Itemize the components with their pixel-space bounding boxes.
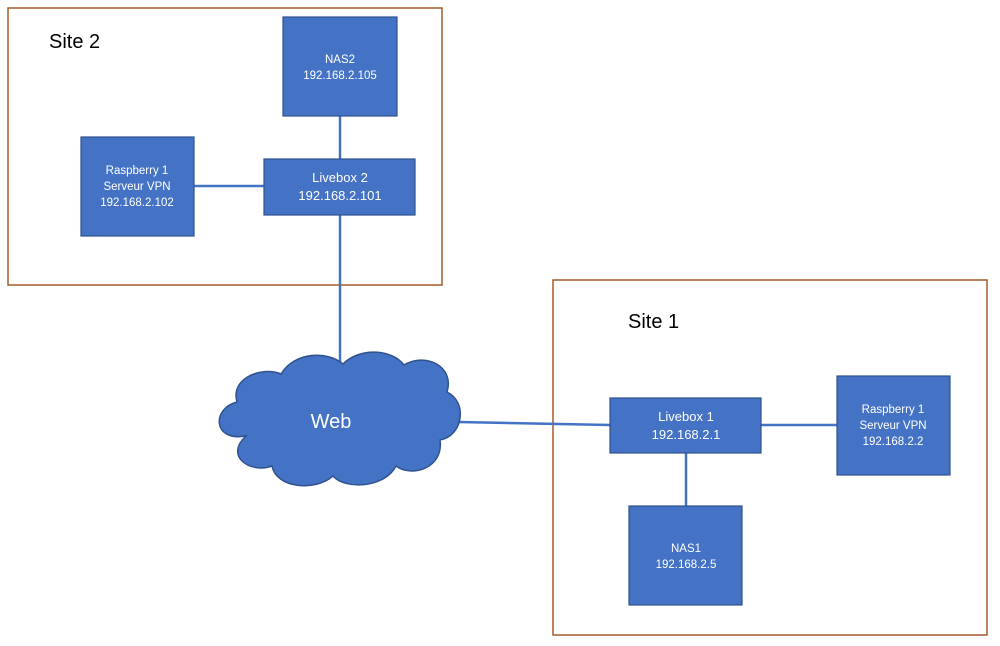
raspberry-site2-role: Serveur VPN [103,181,170,193]
node-livebox1: Livebox 1 192.168.2.1 [609,397,762,454]
raspberry-site1-name: Raspberry 1 [862,404,925,416]
livebox2-box [263,158,416,216]
livebox1-ip: 192.168.2.1 [652,427,721,442]
web-label: Web [311,411,352,433]
site-1-title: Site 1 [628,311,679,333]
nas1-name: NAS1 [671,543,701,555]
links [194,116,837,506]
site-2-title: Site 2 [49,31,100,53]
node-livebox2: Livebox 2 192.168.2.101 [263,158,416,216]
node-nas2: NAS2 192.168.2.105 [282,16,398,117]
raspberry-site1-role: Serveur VPN [859,420,926,432]
nas2-box [282,16,398,117]
livebox2-name: Livebox 2 [312,170,368,185]
livebox1-box [609,397,762,454]
node-raspberry-site1: Raspberry 1 Serveur VPN 192.168.2.2 [836,375,951,476]
livebox2-ip: 192.168.2.101 [298,188,381,203]
nas1-box [628,505,743,606]
raspberry-site2-ip: 192.168.2.102 [100,197,174,209]
cloud-icon [218,351,462,487]
livebox1-name: Livebox 1 [658,409,714,424]
node-nas1: NAS1 192.168.2.5 [628,505,743,606]
raspberry-site1-box [836,375,951,476]
nas2-name: NAS2 [325,54,355,66]
node-raspberry-site2: Raspberry 1 Serveur VPN 192.168.2.102 [80,136,195,237]
nas1-ip: 192.168.2.5 [656,559,717,571]
link-web-livebox1 [457,420,611,427]
raspberry-site1-ip: 192.168.2.2 [863,436,924,448]
nas2-ip: 192.168.2.105 [303,70,377,82]
raspberry-site2-name: Raspberry 1 [106,165,169,177]
web-cloud: Web [218,351,462,487]
raspberry-site2-box [80,136,195,237]
